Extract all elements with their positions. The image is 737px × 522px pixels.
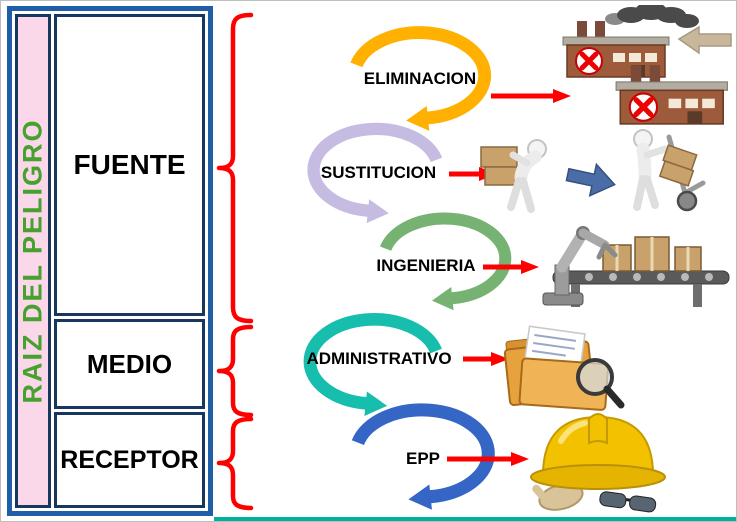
control-label-sustitucion: SUSTITUCION bbox=[320, 163, 437, 182]
conveyor-belt bbox=[552, 270, 730, 285]
category-cell-fuente: FUENTE bbox=[54, 14, 205, 316]
administrativo-pointer-arrow bbox=[463, 352, 509, 366]
control-label-eliminacion: ELIMINACION bbox=[363, 69, 477, 88]
control-label-ingenieria: INGENIERIA bbox=[376, 256, 476, 275]
substitution-blue-arrow-icon bbox=[565, 162, 616, 197]
category-label-receptor: RECEPTOR bbox=[60, 445, 199, 474]
closed-factory-bottom bbox=[616, 65, 727, 124]
brace-medio bbox=[216, 324, 254, 418]
hard-hat-ppe-icon bbox=[530, 413, 666, 513]
category-cell-medio: MEDIO bbox=[54, 319, 205, 409]
category-cells: FUENTE MEDIO RECEPTOR bbox=[54, 14, 205, 508]
factory-shutdown-icon bbox=[559, 5, 732, 127]
root-of-hazard-column: RAIZ DEL PELIGRO bbox=[15, 14, 51, 508]
brace-layer bbox=[216, 12, 254, 511]
worker-with-handtruck bbox=[633, 129, 706, 212]
hard-hat-icon bbox=[530, 413, 666, 490]
category-label-fuente: FUENTE bbox=[73, 149, 186, 180]
slide-bottom-rule bbox=[214, 517, 736, 521]
brace-fuente bbox=[216, 12, 254, 324]
epp-pointer-arrow bbox=[447, 452, 529, 466]
work-glove-icon bbox=[532, 483, 584, 511]
ingenieria-pointer-arrow bbox=[483, 260, 539, 274]
safety-glasses-icon bbox=[599, 491, 657, 513]
smoke-icon bbox=[605, 5, 699, 28]
replace-arrow-icon bbox=[677, 25, 732, 55]
brace-receptor bbox=[216, 416, 254, 511]
control-label-epp: EPP bbox=[405, 449, 441, 468]
robot-arm bbox=[542, 226, 618, 306]
hazard-table: RAIZ DEL PELIGRO FUENTE MEDIO RECEPTOR bbox=[7, 6, 213, 516]
folders-magnifier-icon bbox=[503, 325, 625, 411]
category-label-medio: MEDIO bbox=[86, 348, 173, 379]
root-of-hazard-label: RAIZ DEL PELIGRO bbox=[17, 118, 48, 404]
worker-carrying-boxes bbox=[480, 139, 547, 213]
manual-carry-to-handtruck-icon bbox=[480, 129, 706, 213]
robot-arm-conveyor-icon bbox=[542, 226, 730, 307]
magnifier-icon bbox=[576, 358, 625, 409]
eliminacion-pointer-arrow bbox=[491, 89, 571, 103]
control-label-administrativo: ADMINISTRATIVO bbox=[306, 349, 452, 368]
category-cell-receptor: RECEPTOR bbox=[54, 412, 205, 508]
